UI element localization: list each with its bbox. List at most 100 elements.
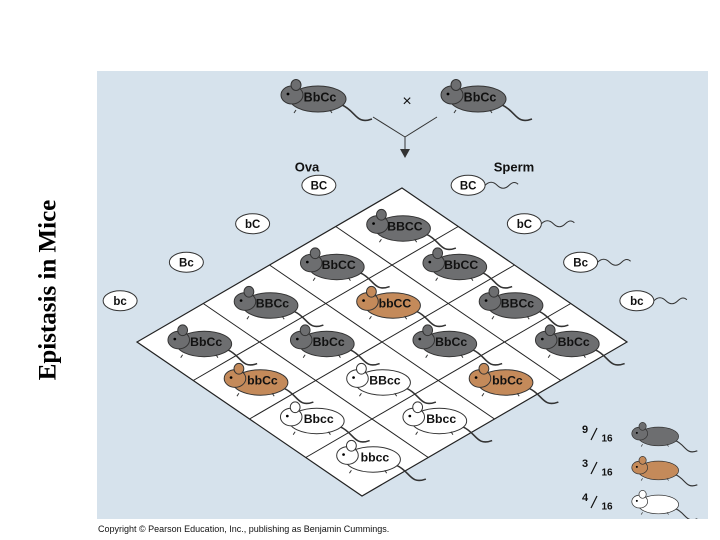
gamete-label: Bc xyxy=(573,257,588,269)
mouse-foot xyxy=(470,277,474,281)
sperm-tail xyxy=(541,220,575,228)
mouse-foot xyxy=(312,277,316,281)
grid-line xyxy=(269,264,495,420)
mouse-eye xyxy=(286,92,290,96)
mouse-foot xyxy=(666,444,669,447)
mouse-foot xyxy=(384,469,388,474)
gamete-label: bc xyxy=(113,296,127,308)
grid-line xyxy=(202,303,429,458)
sperm-gamete-BC: BC xyxy=(450,174,519,196)
mouse-eye xyxy=(342,453,345,456)
genotype-label: BbCc xyxy=(304,90,337,104)
mouse-tail xyxy=(227,349,258,366)
offspring-mouse-BbCc: BbCc xyxy=(289,324,380,366)
ratio-numerator: 3 xyxy=(582,458,588,470)
mouse-foot xyxy=(281,315,285,320)
mouse-foot xyxy=(349,469,352,474)
mouse-tail xyxy=(283,387,314,405)
ova-gamete-bc: bc xyxy=(102,290,138,312)
mouse-ear xyxy=(356,362,367,375)
mouse-foot xyxy=(640,512,643,515)
mouse-tail xyxy=(406,387,437,405)
mouse-ear xyxy=(289,401,301,414)
mouse-eye xyxy=(635,465,638,468)
mouse-eye xyxy=(285,414,289,418)
mouse-foot xyxy=(180,354,184,358)
mouse-foot xyxy=(404,315,408,320)
mouse-eye xyxy=(229,376,233,379)
sperm-tail xyxy=(484,181,519,189)
gamete-label: BC xyxy=(311,180,328,192)
mouse-foot xyxy=(547,354,551,358)
mouse-foot xyxy=(369,315,372,320)
punnett-grid xyxy=(135,187,629,497)
genotype-label: Bbcc xyxy=(426,412,456,426)
genotype-label: bbCC xyxy=(379,297,412,311)
ratio-slash xyxy=(590,427,598,441)
offspring-mouse-bbCc: bbCc xyxy=(223,362,314,405)
mouse-eye xyxy=(305,260,309,264)
mouse-foot xyxy=(292,431,296,435)
mouse-ear xyxy=(450,79,462,91)
mouse-tail xyxy=(482,272,513,289)
genotype-label: BBCc xyxy=(501,297,535,311)
mouse-ear xyxy=(544,324,556,337)
mouse-foot xyxy=(236,392,240,397)
cross-symbol: × xyxy=(402,93,411,110)
grid-line xyxy=(305,303,572,458)
mouse-eye xyxy=(635,499,638,502)
mouse-foot xyxy=(379,238,382,243)
ratio-numerator: 4 xyxy=(582,492,589,504)
offspring-mouse-BBCc: BBCc xyxy=(233,285,324,328)
offspring-mouse-bbcc: bbcc xyxy=(336,439,427,482)
ratio-slash xyxy=(590,495,598,509)
genotype-label: BbCC xyxy=(322,258,356,272)
mouse-eye xyxy=(474,376,478,379)
mouse-foot xyxy=(491,315,495,320)
slide-title-container: Epistasis in Mice xyxy=(0,70,96,510)
mouse-foot xyxy=(293,109,297,114)
mouse-foot xyxy=(338,354,341,358)
gamete-oval xyxy=(168,251,204,273)
ratio-numerator: 9 xyxy=(582,424,588,436)
sperm-tail xyxy=(597,258,631,266)
mouse-tail xyxy=(675,474,698,487)
gamete-label: bC xyxy=(245,219,260,231)
mouse-ear xyxy=(290,79,302,91)
mouse-foot xyxy=(271,392,275,397)
mouse-tail xyxy=(675,440,698,453)
mouse-tail xyxy=(594,349,625,366)
mouse-ear xyxy=(422,324,434,337)
mouse-foot xyxy=(435,277,439,281)
mouse-ear xyxy=(366,285,377,298)
genotype-label: BbCc xyxy=(464,90,497,104)
sperm-label: Sperm xyxy=(494,159,534,174)
genotype-label: Bbcc xyxy=(304,412,334,426)
ratio-4-16: 416 xyxy=(582,492,613,513)
mouse-eye xyxy=(635,431,638,434)
mouse-foot xyxy=(481,392,485,397)
mouse-foot xyxy=(425,354,429,358)
legend-mouse-black xyxy=(631,422,698,453)
mouse-foot xyxy=(489,109,493,114)
offspring-mouse-BbCC: BbCC xyxy=(422,247,513,289)
gamete-oval xyxy=(235,213,271,235)
mouse-foot xyxy=(450,431,454,435)
mouse-eye xyxy=(352,376,355,379)
mouse-eye xyxy=(372,222,375,225)
mouse-ear xyxy=(638,456,647,465)
mouse-tail xyxy=(349,349,380,366)
legend-mouse-brown xyxy=(631,456,698,487)
mouse-tail xyxy=(341,104,373,122)
mouse-ear xyxy=(346,439,357,452)
offspring-mouse-Bbcc: Bbcc xyxy=(402,401,493,443)
genotype-label: BbCc xyxy=(313,335,345,349)
offspring-mouse-Bbcc: Bbcc xyxy=(279,401,370,443)
mouse-eye xyxy=(362,299,365,302)
genotype-label: bbCc xyxy=(247,374,278,388)
mouse-ear xyxy=(478,362,490,375)
gamete-label: bC xyxy=(517,219,532,231)
mouse-ear xyxy=(488,285,500,298)
